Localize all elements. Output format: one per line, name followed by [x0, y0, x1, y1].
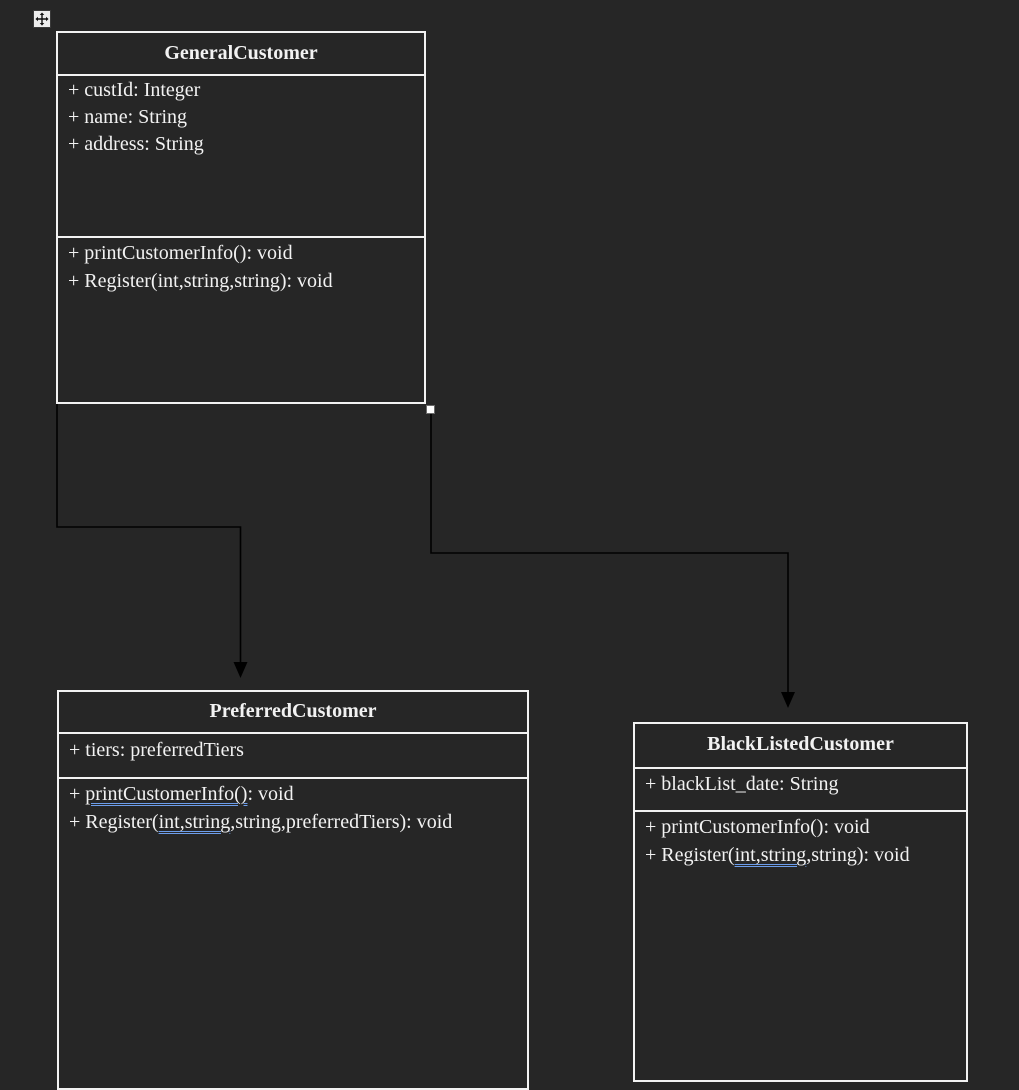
- attribute-line: + custId: Integer: [68, 79, 201, 101]
- attribute-line: + address: String: [68, 133, 204, 155]
- class-attributes: + custId: Integer + name: String + addre…: [58, 76, 424, 238]
- attribute-line: + name: String: [68, 106, 188, 128]
- inheritance-connectors: [56, 404, 795, 708]
- class-box-generalcustomer[interactable]: GeneralCustomer + custId: Integer + name…: [56, 31, 426, 404]
- class-methods: + printCustomerInfo(): void + Register(i…: [635, 812, 966, 869]
- class-box-blacklistedcustomer[interactable]: BlackListedCustomer + blackList_date: St…: [633, 722, 968, 1082]
- method-line: + printCustomerInfo(): void: [645, 816, 870, 838]
- method-line: + Register(int,string,string): void: [68, 270, 333, 292]
- attribute-line: + tiers: preferredTiers: [69, 739, 244, 761]
- move-icon: [35, 12, 49, 26]
- class-methods: + printCustomerInfo(): void + Register(i…: [58, 238, 424, 295]
- class-attributes: + blackList_date: String: [635, 769, 966, 812]
- method-line: + printCustomerInfo(): void: [68, 242, 293, 264]
- method-line: + Register(int,string,string,preferredTi…: [69, 811, 453, 833]
- arrowhead-icon: [233, 662, 248, 678]
- class-methods: + printCustomerInfo(): void + Register(i…: [59, 779, 527, 836]
- class-box-preferredcustomer[interactable]: PreferredCustomer + tiers: preferredTier…: [57, 690, 529, 1090]
- class-title: BlackListedCustomer: [635, 724, 966, 769]
- connector-general-to-blacklisted[interactable]: [430, 413, 795, 708]
- class-title: GeneralCustomer: [58, 33, 424, 76]
- resize-handle[interactable]: [426, 405, 435, 414]
- method-line: + printCustomerInfo(): void: [69, 783, 294, 805]
- class-title: PreferredCustomer: [59, 692, 527, 734]
- class-attributes: + tiers: preferredTiers: [59, 734, 527, 779]
- method-line: + Register(int,string,string): void: [645, 844, 910, 866]
- connector-general-to-preferred[interactable]: [56, 404, 248, 678]
- drawing-canvas: GeneralCustomer + custId: Integer + name…: [33, 10, 968, 1090]
- move-handle[interactable]: [33, 10, 51, 28]
- arrowhead-icon: [781, 692, 795, 708]
- attribute-line: + blackList_date: String: [645, 773, 839, 795]
